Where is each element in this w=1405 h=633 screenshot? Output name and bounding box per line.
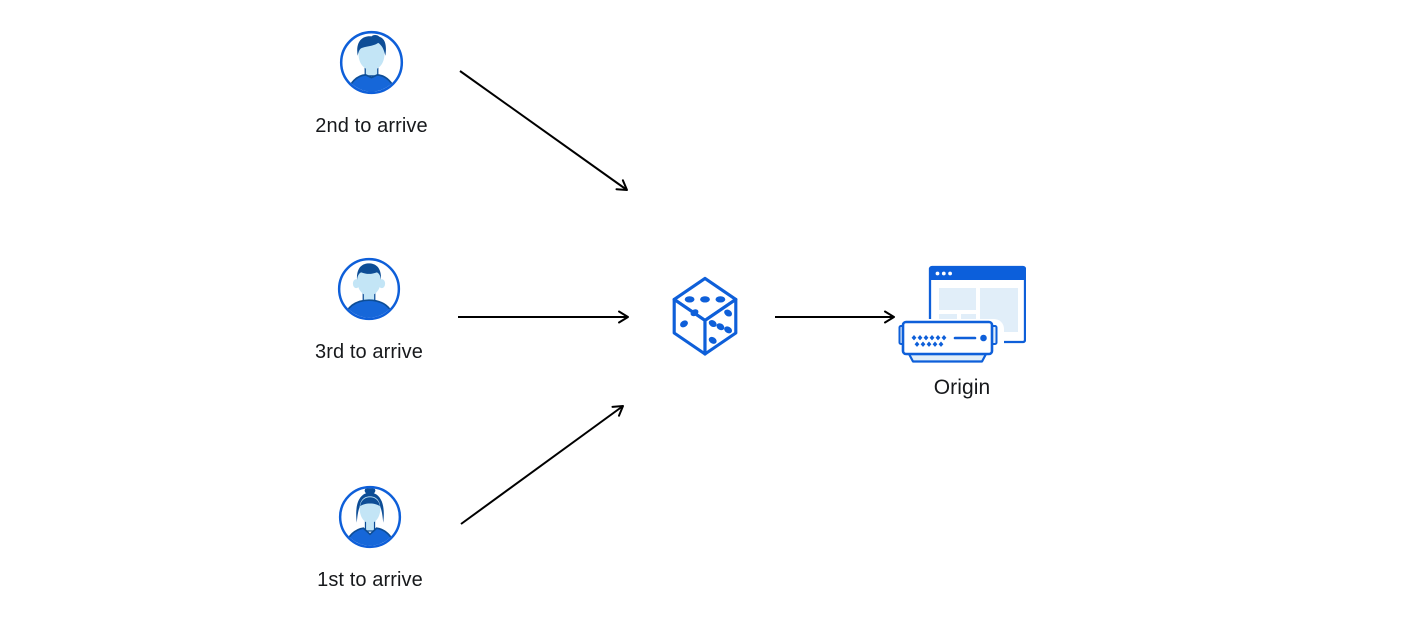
server-led bbox=[980, 334, 987, 342]
dice-icon bbox=[670, 274, 740, 357]
origin-label: Origin bbox=[933, 376, 991, 399]
client-label: 1st to arrive bbox=[317, 569, 423, 591]
origin-node: Origin bbox=[898, 262, 1026, 399]
user-avatar-woman-bun-icon bbox=[337, 484, 403, 550]
origin-server-browser-icon bbox=[898, 262, 1026, 363]
client-node-3rd: 3rd to arrive bbox=[315, 256, 423, 363]
arrow-client1-to-dice bbox=[460, 405, 624, 525]
client-label: 3rd to arrive bbox=[314, 341, 424, 363]
dice-pips bbox=[680, 296, 733, 344]
arrow-client2-to-dice bbox=[459, 70, 628, 191]
user-avatar-man-crew-cut-icon bbox=[336, 256, 402, 322]
client-node-2nd: 2nd to arrive bbox=[315, 29, 428, 137]
client-label: 2nd to arrive bbox=[315, 115, 428, 137]
user-avatar-man-side-part-icon bbox=[338, 29, 405, 96]
client-node-1st: 1st to arrive bbox=[317, 484, 423, 591]
server-vent-pattern bbox=[911, 335, 947, 347]
server-appliance bbox=[898, 320, 998, 363]
